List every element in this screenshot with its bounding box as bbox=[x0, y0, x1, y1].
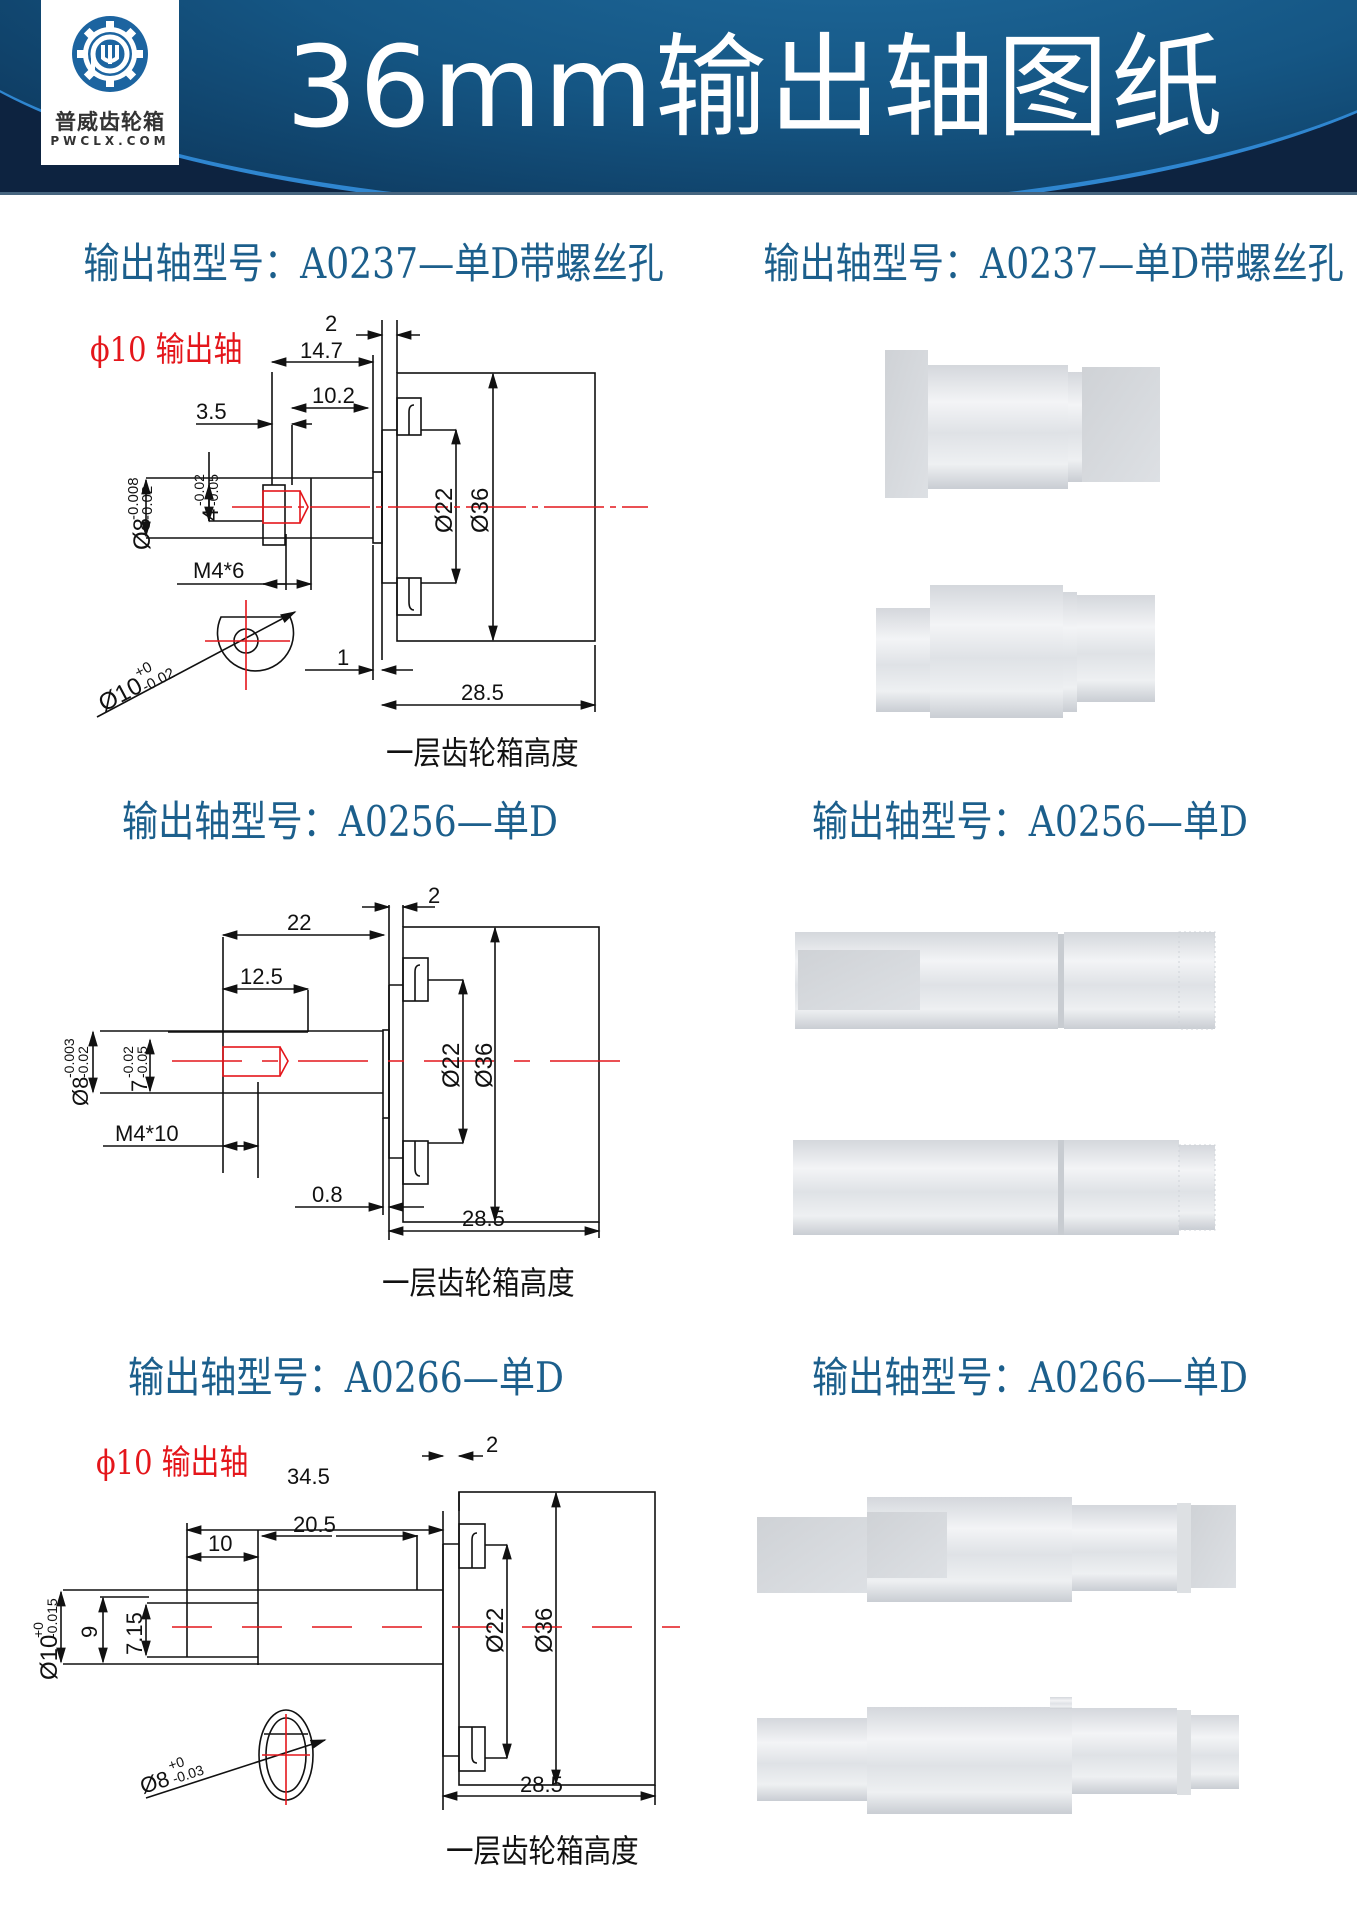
section-2-drawing-heading: 输出轴型号：A0256—单D bbox=[122, 797, 558, 846]
photo-a0266-top bbox=[757, 1497, 1236, 1602]
dim-flat: 7 bbox=[127, 1080, 152, 1092]
gearbox-housing bbox=[402, 926, 600, 1223]
brand-logo: 普威齿轮箱 PWCLX.COM bbox=[41, 0, 179, 165]
dim-14-7: 14.7 bbox=[300, 338, 343, 363]
dim-flat-tol-lower: -0.05 bbox=[134, 1046, 150, 1078]
drawing-a0266-centerlines bbox=[172, 1626, 680, 1805]
dim-28-5: 28.5 bbox=[520, 1772, 563, 1797]
section-3-photo-heading: 输出轴型号：A0266—单D bbox=[812, 1353, 1248, 1402]
section-1-shaft-label: ϕ10 输出轴 bbox=[90, 330, 243, 370]
dim-10-2: 10.2 bbox=[312, 383, 355, 408]
drawing-a0237-labels: 2 14.7 10.2 3.5 M4*6 1 28.5 Ø22 Ø36 Ø8 -… bbox=[94, 311, 504, 717]
photo-a0237-bottom bbox=[876, 585, 1155, 718]
section-2-caption: 一层齿轮箱高度 bbox=[382, 1264, 575, 1302]
logo-brand-name: 普威齿轮箱 bbox=[55, 110, 165, 134]
dim-shaft-dia: Ø10 bbox=[36, 1635, 63, 1680]
dim-end-tol-upper: +0 bbox=[132, 659, 155, 682]
dim-flat: 4 bbox=[198, 509, 223, 521]
dim-22-length: 22 bbox=[287, 910, 311, 935]
dim-dia-22: Ø22 bbox=[431, 488, 458, 533]
dim-34-5: 34.5 bbox=[287, 1464, 330, 1489]
section-1-photo-heading: 输出轴型号：A0237—单D带螺丝孔 bbox=[763, 239, 1344, 288]
photo-a0256-top bbox=[795, 931, 1216, 1030]
dim-flat-tol-upper: -0.02 bbox=[191, 474, 207, 506]
dim-dia-36: Ø36 bbox=[531, 1608, 558, 1653]
dim-shaft-tol-lower: -0.02 bbox=[139, 486, 156, 520]
dim-thread: M4*6 bbox=[193, 558, 244, 583]
drawing-a0237-centerlines bbox=[205, 490, 648, 690]
dim-2: 2 bbox=[428, 883, 440, 908]
dim-28-5: 28.5 bbox=[461, 680, 504, 705]
dim-0-8: 0.8 bbox=[312, 1182, 343, 1207]
drawing-a0256-centerlines bbox=[172, 1046, 640, 1077]
drawing-a0237 bbox=[96, 320, 597, 718]
page-header: 普威齿轮箱 PWCLX.COM 36mm输出轴图纸 bbox=[0, 0, 1357, 195]
section-1-caption: 一层齿轮箱高度 bbox=[386, 734, 579, 772]
drawing-a0256-labels: 2 22 12.5 M4*10 0.8 28.5 Ø22 Ø36 Ø8 -0.0… bbox=[61, 883, 505, 1231]
dim-thread: M4*10 bbox=[115, 1121, 179, 1146]
dim-dia-36: Ø36 bbox=[467, 488, 494, 533]
photo-a0256-bottom bbox=[793, 1140, 1216, 1235]
dim-9: 9 bbox=[77, 1626, 102, 1638]
gear-p-logo-icon bbox=[72, 16, 148, 92]
dim-shaft-tol-upper: -0.003 bbox=[61, 1038, 77, 1078]
dim-28-5: 28.5 bbox=[462, 1206, 505, 1231]
header-divider bbox=[0, 192, 1357, 195]
dim-7-15: 7.15 bbox=[122, 1612, 147, 1655]
dim-10: 10 bbox=[208, 1531, 232, 1556]
dim-dia-22: Ø22 bbox=[482, 1608, 509, 1653]
dim-3-5: 3.5 bbox=[196, 399, 227, 424]
photo-a0266-bottom bbox=[757, 1697, 1239, 1814]
dim-2: 2 bbox=[325, 311, 337, 336]
dim-dia-22: Ø22 bbox=[438, 1043, 465, 1088]
photo-a0237-top bbox=[885, 350, 1160, 498]
dim-2: 2 bbox=[486, 1432, 498, 1457]
section-1-drawing-heading: 输出轴型号：A0237—单D带螺丝孔 bbox=[83, 239, 664, 288]
logo-website: PWCLX.COM bbox=[50, 134, 170, 148]
dim-shaft-dia: Ø8 bbox=[68, 1077, 93, 1106]
section-3-drawing-heading: 输出轴型号：A0266—单D bbox=[128, 1353, 564, 1402]
dim-shaft-tol-lower: -0.015 bbox=[44, 1598, 60, 1638]
dim-flat-tol-upper: -0.02 bbox=[120, 1046, 136, 1078]
dim-shaft-tol-upper: -0.008 bbox=[125, 477, 142, 520]
dim-1: 1 bbox=[337, 645, 349, 670]
header-wave-decoration bbox=[0, 0, 1357, 195]
dim-shaft-dia: Ø8 bbox=[129, 518, 156, 550]
section-3-caption: 一层齿轮箱高度 bbox=[446, 1832, 639, 1870]
dim-dia-36: Ø36 bbox=[471, 1043, 498, 1088]
dim-12-5: 12.5 bbox=[240, 964, 283, 989]
page-title: 36mm输出轴图纸 bbox=[286, 23, 1225, 153]
drawing-a0256 bbox=[88, 902, 601, 1240]
dim-shaft-tol-upper: +0 bbox=[30, 1622, 46, 1638]
drawing-a0266-labels: 2 34.5 20.5 10 28.5 Ø22 Ø36 Ø10 +0 -0.01… bbox=[30, 1432, 563, 1799]
dim-end-tol-upper: +0 bbox=[166, 1753, 186, 1773]
section-2-photo-heading: 输出轴型号：A0256—单D bbox=[812, 797, 1248, 846]
section-3-shaft-label: ϕ10 输出轴 bbox=[96, 1443, 249, 1483]
dim-flat-tol-lower: -0.05 bbox=[205, 474, 221, 506]
dim-shaft-tol-lower: -0.02 bbox=[75, 1046, 91, 1078]
dim-20-5: 20.5 bbox=[293, 1512, 336, 1537]
